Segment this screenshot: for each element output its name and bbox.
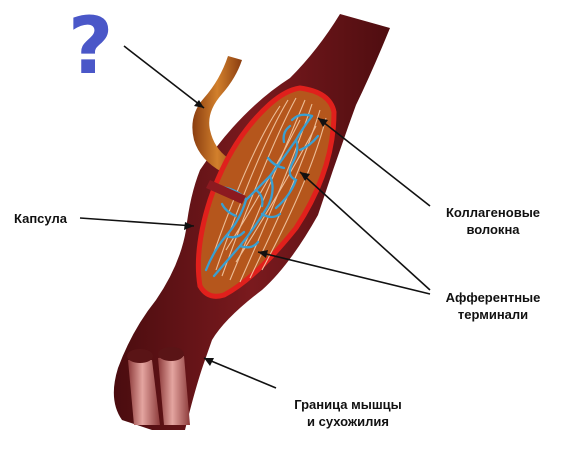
label-capsule-text: Капсула (14, 211, 67, 226)
tendon-cap-right (158, 347, 184, 361)
label-afferent: Афферентные терминали (434, 289, 552, 323)
label-collagen-line2: волокна (466, 222, 520, 237)
label-boundary-line2: и сухожилия (307, 414, 389, 429)
question-mark: ? (68, 2, 114, 92)
nerve-entry (206, 180, 246, 204)
tendon-cap-left (127, 349, 153, 363)
label-capsule: Капсула (14, 210, 67, 227)
label-afferent-line1: Афферентные (445, 290, 541, 305)
label-boundary: Граница мышцы и сухожилия (278, 396, 418, 430)
label-collagen: Коллагеновые волокна (434, 204, 552, 238)
label-boundary-line1: Граница мышцы (294, 397, 402, 412)
pointer-arrowheads (184, 100, 328, 366)
tendon-strand-left (128, 360, 160, 425)
label-collagen-line1: Коллагеновые (445, 205, 541, 220)
nerve-branch (192, 56, 242, 172)
pointer-lines (79, 45, 431, 389)
afferent-terminals (204, 113, 320, 278)
label-afferent-line2: терминали (457, 307, 529, 322)
capsule-border (195, 85, 337, 299)
tendon-strand-right (158, 356, 190, 425)
